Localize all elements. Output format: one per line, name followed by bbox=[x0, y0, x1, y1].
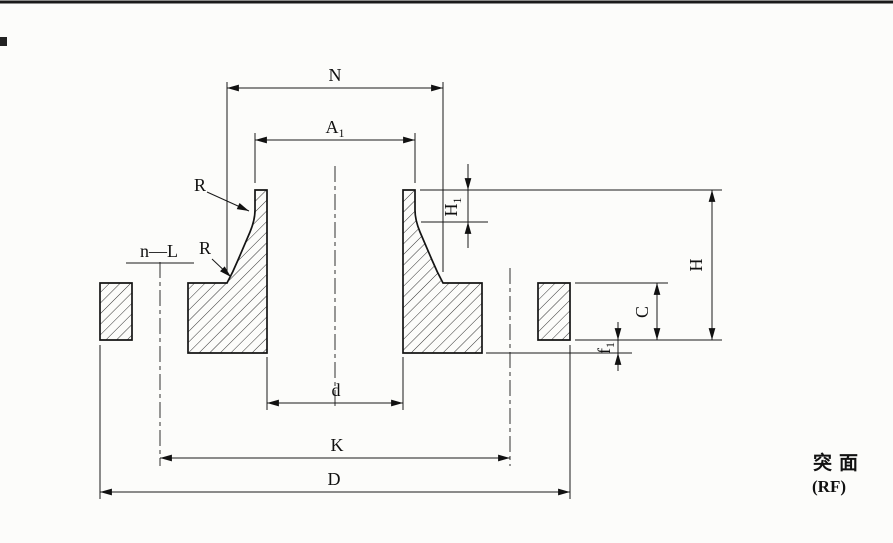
dimension-f1: f1 bbox=[486, 322, 632, 371]
dimension-C: C bbox=[575, 282, 668, 340]
label-K: K bbox=[331, 435, 344, 455]
label-H1: H1 bbox=[441, 198, 464, 217]
scan-artifact bbox=[0, 37, 7, 46]
label-C: C bbox=[632, 306, 652, 318]
label-A1: A1 bbox=[326, 117, 345, 140]
dimension-D: D bbox=[99, 345, 571, 499]
label-f1: f1 bbox=[594, 342, 617, 354]
dimension-d: d bbox=[266, 357, 404, 410]
center-lines bbox=[159, 166, 511, 466]
label-R-upper: R bbox=[194, 175, 206, 195]
face-type-note: 突面 (RF) bbox=[812, 451, 865, 496]
label-d: d bbox=[332, 380, 341, 400]
callout-R-lower: R bbox=[199, 238, 232, 278]
dimension-H1: H1 bbox=[421, 164, 488, 248]
callout-n-L: n—L bbox=[126, 241, 194, 264]
dimension-H: H bbox=[420, 189, 722, 341]
label-R-lower: R bbox=[199, 238, 211, 258]
dimension-A1: A1 bbox=[254, 117, 416, 183]
face-type-name: 突面 bbox=[813, 451, 865, 474]
label-n-L: n—L bbox=[140, 241, 178, 261]
label-D: D bbox=[328, 469, 341, 489]
callout-R-upper: R bbox=[194, 175, 250, 212]
flange-plate-left-segment bbox=[99, 282, 133, 341]
label-H: H bbox=[686, 259, 706, 272]
dimension-N: N bbox=[226, 65, 444, 272]
face-type-code: (RF) bbox=[812, 477, 846, 496]
flange-plate-right-segment bbox=[537, 282, 571, 341]
dimension-K: K bbox=[160, 435, 510, 462]
flange-hub-right bbox=[402, 189, 483, 354]
label-N: N bbox=[329, 65, 342, 85]
